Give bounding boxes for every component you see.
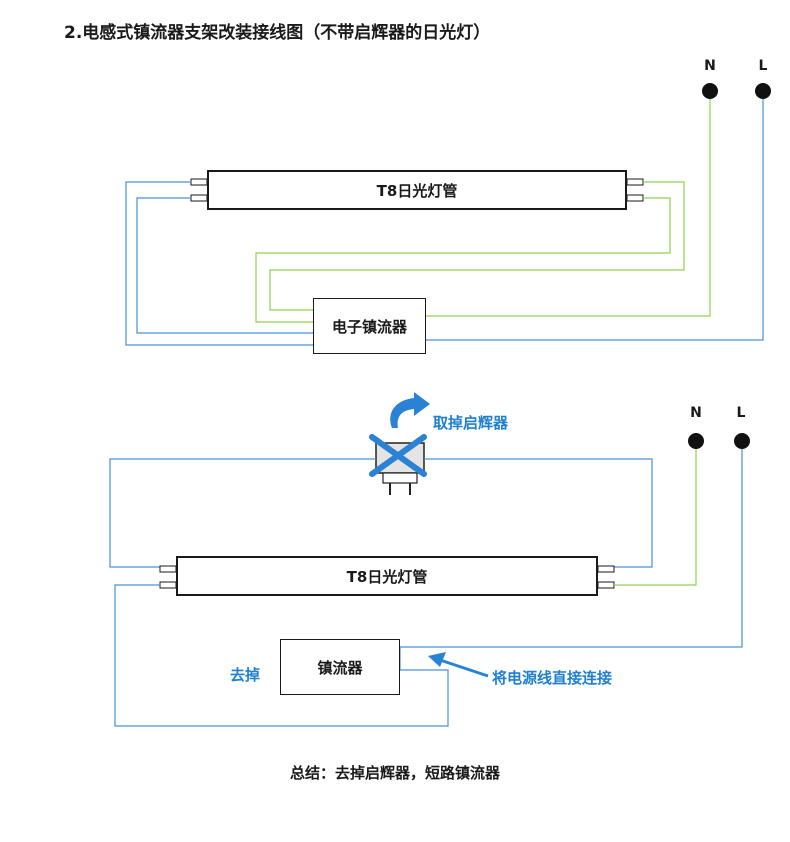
bottom-terminal-l-dot	[734, 433, 750, 449]
remove-arrow-icon	[390, 392, 430, 428]
ballast-label: 镇流器	[317, 658, 363, 677]
top-tube-right-pins	[626, 178, 644, 202]
bottom-terminal-l-label: L	[736, 405, 746, 421]
direct-connect-label: 将电源线直接连接	[492, 669, 613, 687]
bottom-tube-right-pins	[597, 565, 615, 589]
top-neutral-wires	[255, 91, 711, 323]
top-tube-left-pins	[190, 178, 208, 202]
top-live-wires	[125, 91, 764, 346]
electronic-ballast: 电子镇流器	[313, 298, 426, 354]
bottom-terminal-n-dot	[688, 433, 704, 449]
remove-starter-label: 取掉启辉器	[433, 414, 509, 432]
top-tube-label: T8日光灯管	[376, 181, 458, 200]
bottom-neutral-wire	[614, 441, 697, 586]
ballast: 镇流器	[280, 639, 400, 695]
electronic-ballast-label: 电子镇流器	[331, 317, 407, 336]
bottom-fluorescent-tube: T8日光灯管	[176, 556, 598, 596]
summary-text: 总结：去掉启辉器，短路镇流器	[289, 764, 500, 782]
bottom-tube-left-pins	[159, 565, 177, 589]
top-terminal-l-label: L	[758, 58, 768, 74]
bottom-live-wires	[114, 441, 743, 727]
remove-ballast-label: 去掉	[230, 666, 261, 684]
top-terminal-n-dot	[702, 83, 718, 99]
top-terminal-n-label: N	[704, 58, 716, 74]
direct-connect-arrow-icon	[428, 652, 489, 678]
top-fluorescent-tube: T8日光灯管	[207, 170, 627, 210]
top-terminal-l-dot	[755, 83, 771, 99]
remove-cross-icon	[369, 434, 427, 477]
bottom-terminal-n-label: N	[690, 405, 702, 421]
diagram-title: 2.电感式镇流器支架改装接线图（不带启辉器的日光灯）	[64, 23, 491, 43]
bottom-starter-wires	[109, 458, 653, 568]
bottom-tube-label: T8日光灯管	[346, 567, 428, 586]
